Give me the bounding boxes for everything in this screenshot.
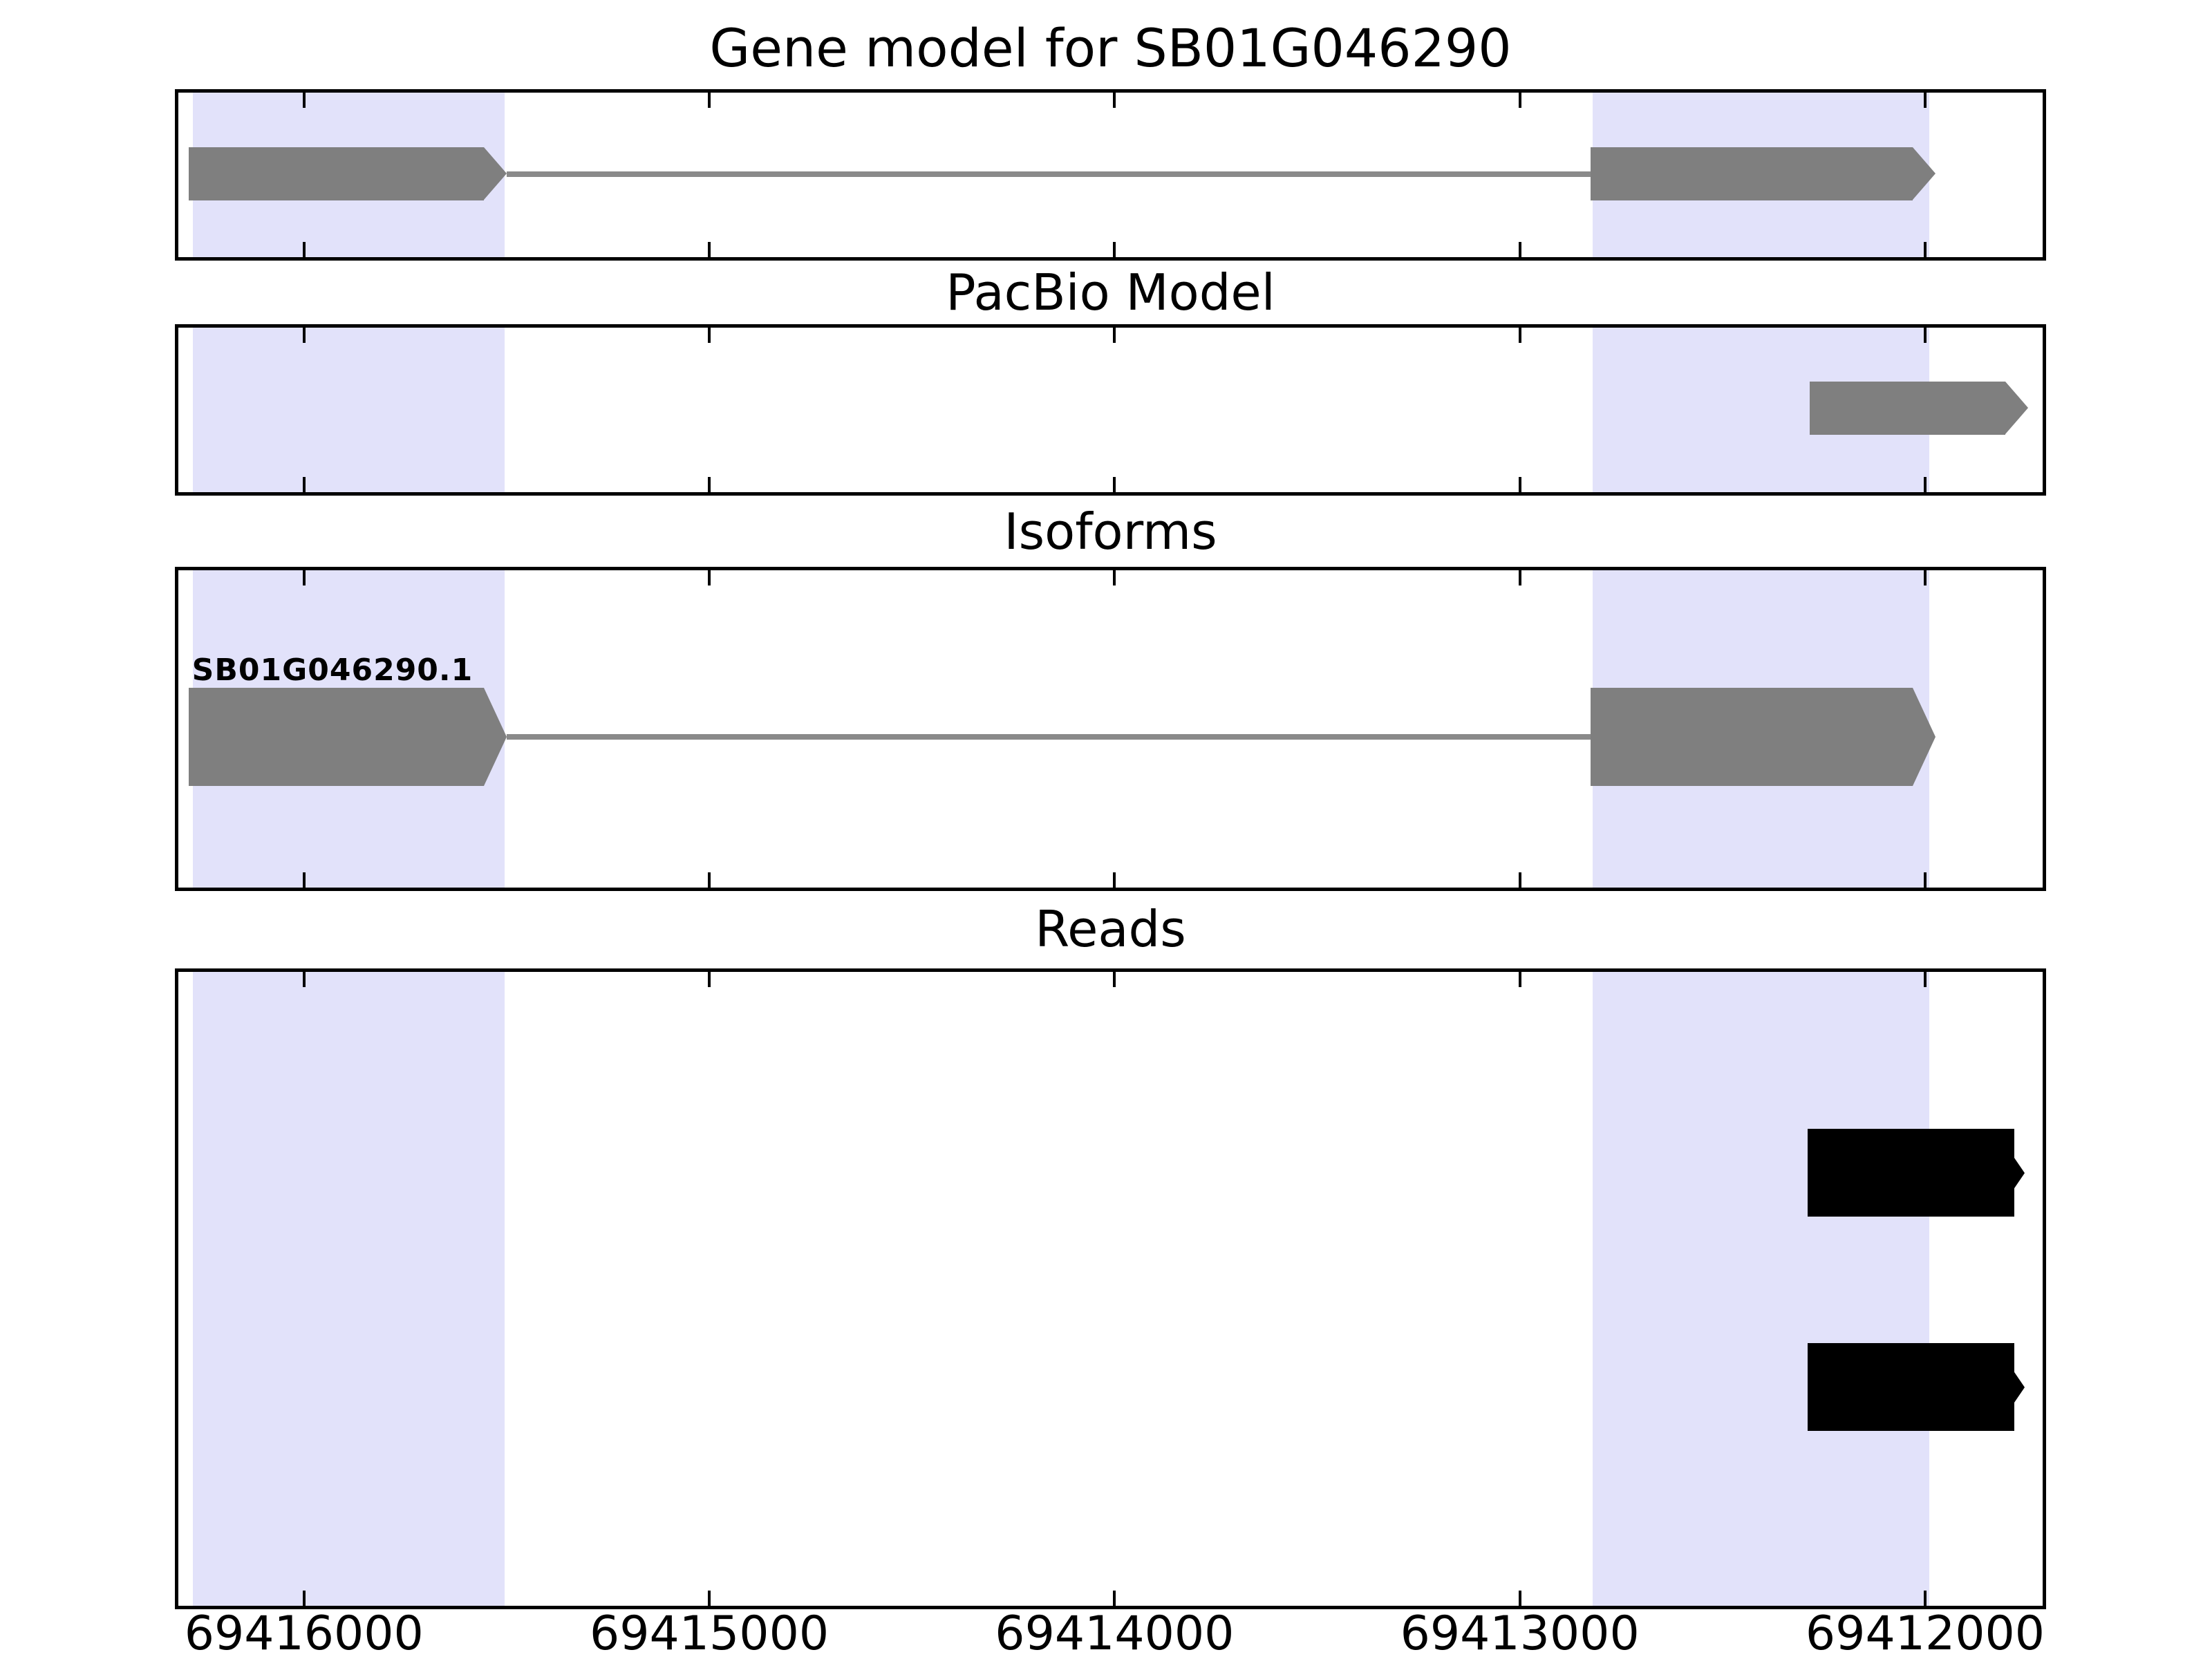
x-tick-label: 69416000	[184, 1606, 424, 1659]
exon-arrow-tip	[1912, 687, 1936, 786]
axis-tick	[1113, 328, 1116, 343]
axis-tick	[1113, 872, 1116, 888]
exon-segment	[1591, 147, 1913, 200]
axis-tick	[302, 1591, 306, 1606]
read-arrow-tip	[2014, 1157, 2025, 1188]
axis-tick	[1923, 477, 1927, 492]
x-tick-label: 69412000	[1805, 1606, 2045, 1659]
panel-title-isoforms: Isoforms	[1004, 503, 1217, 561]
exon-segment	[188, 147, 484, 200]
highlight-band	[192, 328, 505, 492]
axis-tick	[1518, 972, 1521, 987]
axis-tick	[708, 1591, 711, 1606]
axis-tick	[302, 872, 306, 888]
axis-tick	[1923, 93, 1927, 108]
axis-tick	[708, 972, 711, 987]
axis-tick	[1113, 93, 1116, 108]
axis-tick	[302, 570, 306, 585]
read-segment	[1807, 1129, 2014, 1217]
axis-tick	[1113, 477, 1116, 492]
axis-tick	[1518, 1591, 1521, 1606]
isoform-label: SB01G046290.1	[191, 652, 474, 688]
axis-tick	[1923, 872, 1927, 888]
read-arrow-tip	[2014, 1371, 2025, 1403]
axis-tick	[708, 872, 711, 888]
axis-tick	[1113, 242, 1116, 257]
exon-segment	[188, 687, 484, 787]
axis-tick	[302, 242, 306, 257]
read-segment	[1807, 1343, 2014, 1431]
axis-tick	[302, 328, 306, 343]
x-tick-label: 69414000	[995, 1606, 1235, 1659]
panel-reads	[175, 968, 2046, 1609]
x-tick-label: 69415000	[589, 1606, 830, 1659]
axis-tick	[302, 93, 306, 108]
exon-segment	[1809, 381, 2006, 435]
axis-tick	[302, 972, 306, 987]
exon-arrow-tip	[2005, 381, 2029, 434]
intron-line	[506, 733, 1591, 740]
axis-tick	[708, 328, 711, 343]
axis-tick	[1113, 570, 1116, 585]
panel-isoforms: SB01G046290.1	[175, 567, 2046, 891]
axis-tick	[1923, 242, 1927, 257]
exon-segment	[1591, 687, 1913, 787]
axis-tick	[302, 477, 306, 492]
axis-tick	[1923, 1591, 1927, 1606]
axis-tick	[1113, 972, 1116, 987]
axis-tick	[708, 93, 711, 108]
highlight-band	[192, 972, 505, 1606]
panel-pacbio-model	[175, 324, 2046, 496]
highlight-band	[1593, 972, 1929, 1606]
exon-arrow-tip	[483, 687, 507, 786]
panel-gene-model	[175, 89, 2046, 261]
axis-tick	[1518, 328, 1521, 343]
axis-tick	[1518, 242, 1521, 257]
panel-title-reads: Reads	[1035, 900, 1186, 958]
panel-title-pacbio-model: PacBio Model	[946, 263, 1275, 321]
exon-arrow-tip	[1912, 147, 1936, 200]
axis-tick	[1518, 872, 1521, 888]
axis-tick	[1923, 972, 1927, 987]
axis-tick	[1923, 570, 1927, 585]
axis-tick	[1518, 477, 1521, 492]
intron-line	[506, 171, 1591, 177]
figure-title: Gene model for SB01G046290	[709, 17, 1512, 79]
axis-tick	[1518, 570, 1521, 585]
axis-tick	[1113, 1591, 1116, 1606]
axis-tick	[708, 570, 711, 585]
axis-tick	[708, 477, 711, 492]
x-tick-label: 69413000	[1400, 1606, 1640, 1659]
axis-tick	[1518, 93, 1521, 108]
axis-tick	[1923, 328, 1927, 343]
exon-arrow-tip	[483, 147, 507, 200]
axis-tick	[708, 242, 711, 257]
